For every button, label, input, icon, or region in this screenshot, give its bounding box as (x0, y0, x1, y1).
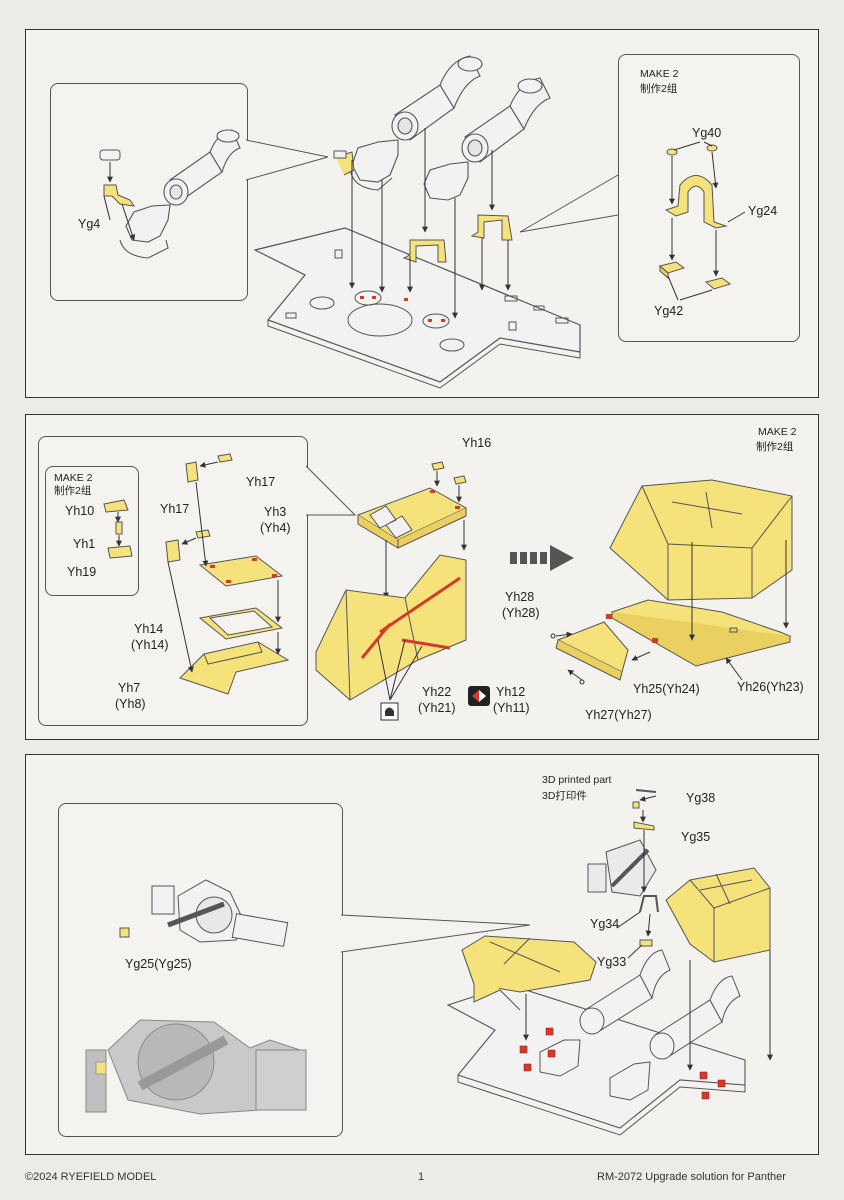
label-3d-printed: 3D printed part (542, 774, 612, 786)
pe-part-yh22 (315, 554, 467, 701)
label-make2-left-cn: 制作2组 (54, 485, 92, 497)
pe-bracket-yg24-b (470, 214, 513, 241)
pe-part-yg38 (635, 789, 657, 793)
label-yh12: Yh12 (496, 685, 526, 699)
pe-part-yh25 (556, 621, 629, 673)
label-yh17-a: Yh17 (246, 475, 276, 489)
pe-part-yg33 (639, 939, 653, 947)
pe-part-yh17-b (195, 529, 211, 539)
detail-inset-make2 (45, 466, 139, 596)
pe-part-yh16-a (431, 461, 445, 471)
label-yh27: Yh27(Yh27) (585, 708, 652, 722)
pe-part-yg25 (119, 927, 130, 938)
pe-part-yg35 (633, 821, 655, 831)
pe-part-yh1 (115, 521, 123, 535)
render-hatch-mechanism (85, 1019, 307, 1115)
pe-part-yg42-b (704, 277, 732, 290)
label-yh19: Yh19 (67, 565, 97, 579)
callout-wedge-4 (340, 914, 531, 953)
exhaust-pipe-3a (539, 949, 671, 1077)
label-make2-cn-p1: 制作2组 (640, 83, 678, 95)
label-yg40: Yg40 (692, 126, 722, 140)
label-yh17-b: Yh17 (160, 502, 190, 516)
label-yh28: Yh28 (505, 590, 535, 604)
pe-part-yg4-pin (99, 149, 121, 161)
label-yh16: Yh16 (462, 436, 492, 450)
label-yh3: Yh3 (264, 505, 287, 519)
pe-part-yh16-b (453, 475, 467, 485)
label-yh11: (Yh11) (493, 701, 530, 715)
label-yh4: (Yh4) (260, 521, 291, 535)
pe-part-yg40-b (706, 144, 718, 152)
label-yh10: Yh10 (65, 504, 95, 518)
hull-deck-plate (253, 227, 581, 383)
label-make2-right: MAKE 2 (758, 426, 797, 438)
pe-part-yh17-a (217, 453, 233, 463)
assembled-hatch-box (609, 479, 793, 601)
pe-hinge-part-upper (185, 461, 199, 483)
pe-part-yg40-a (666, 148, 678, 156)
label-yg38: Yg38 (686, 791, 716, 805)
inset-hatch-mechanism (151, 879, 289, 947)
label-make2-p1: MAKE 2 (640, 68, 679, 80)
pe-part-yg4 (103, 184, 136, 207)
label-yg4: Yg4 (78, 217, 101, 231)
callout-wedge-3 (305, 465, 357, 516)
label-yh1: Yh1 (73, 537, 96, 551)
footer-product: RM-2072 Upgrade solution for Panther (597, 1171, 786, 1183)
pe-bracket-yg24-a (402, 239, 447, 263)
label-yh21: (Yh21) (418, 701, 456, 715)
hull-opening (347, 303, 413, 337)
label-yg25: Yg25(Yg25) (125, 957, 192, 971)
callout-wedge-2 (519, 174, 619, 233)
label-yh22: Yh22 (422, 685, 452, 699)
exhaust-pipe-3b (609, 975, 741, 1101)
pe-part-yh19 (107, 545, 133, 559)
pe-part-yg24 (664, 175, 728, 229)
hatch-mechanism-3d (587, 839, 657, 897)
label-yh8: (Yh8) (115, 697, 146, 711)
exhaust-pipe-1 (349, 55, 483, 191)
part-3d-printed (632, 801, 640, 809)
label-yh14b: (Yh14) (131, 638, 169, 652)
label-make2-right-cn: 制作2组 (756, 441, 794, 453)
label-yh7: Yh7 (118, 681, 141, 695)
detail-inset-yg4 (50, 83, 248, 301)
label-3d-printed-cn: 3D打印件 (542, 790, 587, 802)
label-yg42: Yg42 (654, 304, 684, 318)
assembled-box-right (665, 867, 771, 963)
callout-wedge-1 (245, 139, 329, 181)
label-make2-left: MAKE 2 (54, 472, 93, 484)
pe-hinge-part-lower (165, 539, 181, 563)
label-yg34: Yg34 (590, 917, 620, 931)
label-yh25: Yh25(Yh24) (633, 682, 700, 696)
pe-part-yh10 (103, 499, 129, 513)
inset-exhaust-pipe (119, 129, 241, 259)
label-yg33: Yg33 (597, 955, 627, 969)
result-arrow (510, 545, 574, 571)
label-yh14: Yh14 (134, 622, 164, 636)
label-yg24: Yg24 (748, 204, 778, 218)
label-yh26: Yh26(Yh23) (737, 680, 804, 694)
exhaust-pipe-2 (423, 77, 551, 201)
pe-part-yh3 (198, 555, 284, 587)
footer-copyright: ©2024 RYEFIELD MODEL (25, 1171, 157, 1183)
label-yg35: Yg35 (681, 830, 711, 844)
pe-part-yh7 (179, 641, 290, 695)
pe-part-yg34 (639, 895, 659, 913)
footer-page-number: 1 (418, 1171, 425, 1183)
label-yh28b: (Yh28) (502, 606, 540, 620)
